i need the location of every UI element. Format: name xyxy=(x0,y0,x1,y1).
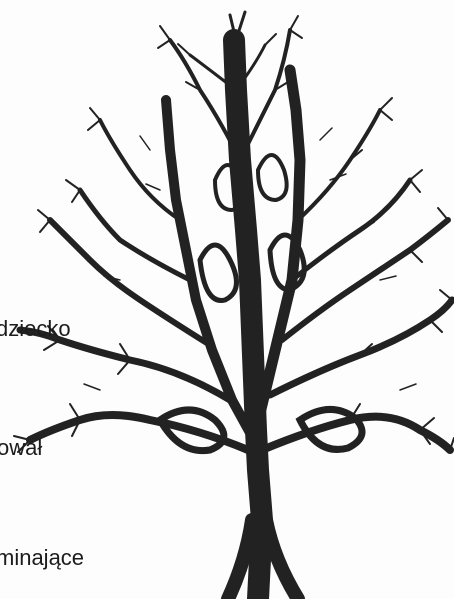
label-dziecko: dziecko xyxy=(0,318,71,340)
label-owal: ował xyxy=(0,437,42,459)
label-minajace: minające xyxy=(0,547,84,569)
tree-root-right xyxy=(266,520,298,599)
